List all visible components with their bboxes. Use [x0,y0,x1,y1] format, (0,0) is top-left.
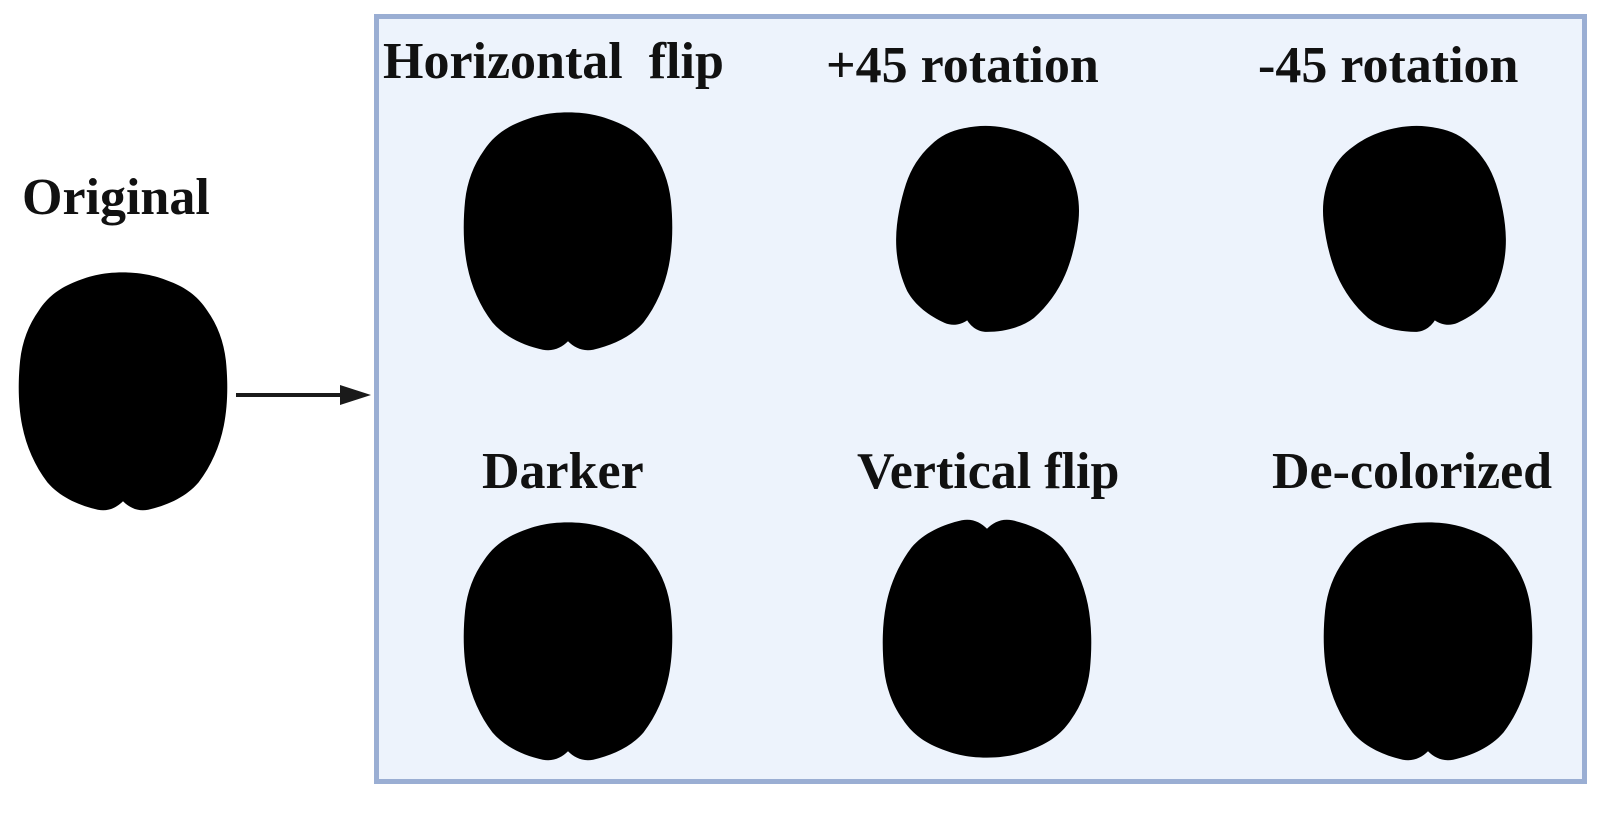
brain-minus45-rotation-icon [1306,109,1524,347]
label-darker: Darker [482,443,644,500]
arrow-right-icon [236,385,371,405]
brain-original-icon [18,272,228,511]
label-plus45-rotation: +45 rotation [826,37,1099,94]
brain-de-colorized-icon [1323,522,1533,761]
label-horizontal-flip: Horizontal flip [383,33,724,90]
brain-darker-icon [463,522,673,761]
brain-vertical-flip-icon [882,519,1092,758]
brain-plus45-rotation-icon [878,109,1096,347]
brain-horizontal-flip-icon [463,112,673,351]
label-de-colorized: De-colorized [1272,443,1553,500]
label-original: Original [22,169,210,226]
label-vertical-flip: Vertical flip [857,443,1120,500]
label-minus45-rotation: -45 rotation [1258,37,1519,94]
